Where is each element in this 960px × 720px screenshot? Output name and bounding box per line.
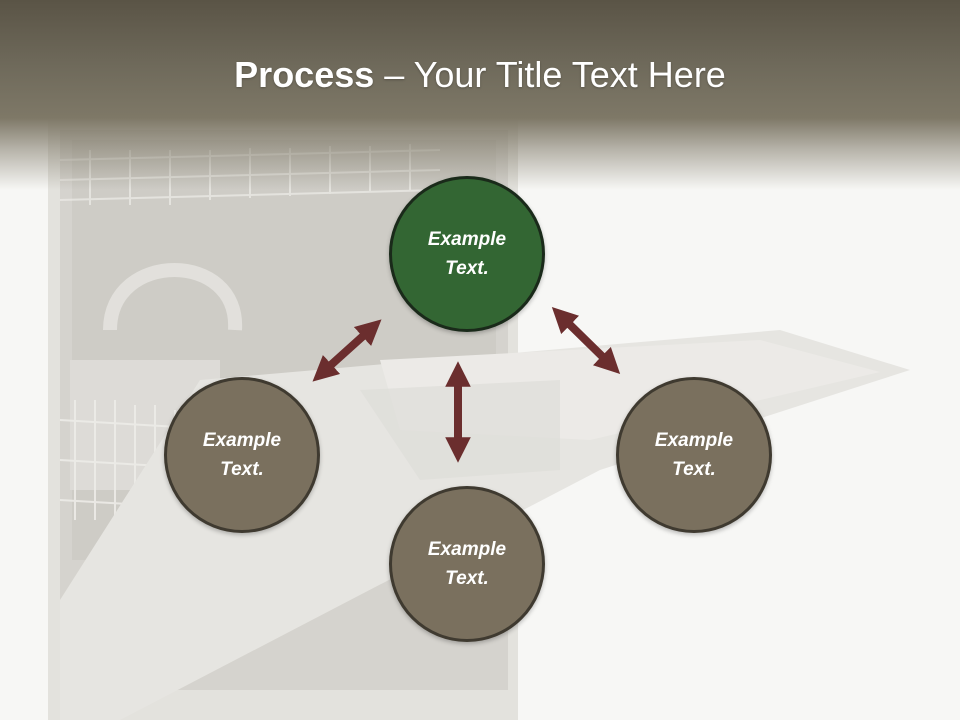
node-right-label: Example Text.: [654, 430, 734, 480]
slide-title: Process – Your Title Text Here: [0, 52, 960, 98]
node-top-circle: Example Text.: [389, 176, 545, 332]
arrow-top-right: [551, 307, 621, 374]
node-left-label: Example Text.: [202, 430, 282, 480]
title-rest: – Your Title Text Here: [374, 54, 726, 95]
node-right-circle: Example Text.: [616, 377, 772, 533]
arrow-top-left: [312, 319, 382, 382]
title-bold: Process: [234, 54, 375, 95]
node-bottom-circle: Example Text.: [389, 486, 545, 642]
title-bar: [0, 0, 960, 190]
node-top-label: Example Text.: [427, 229, 507, 279]
node-left-circle: Example Text.: [164, 377, 320, 533]
node-bottom-label: Example Text.: [427, 539, 507, 589]
